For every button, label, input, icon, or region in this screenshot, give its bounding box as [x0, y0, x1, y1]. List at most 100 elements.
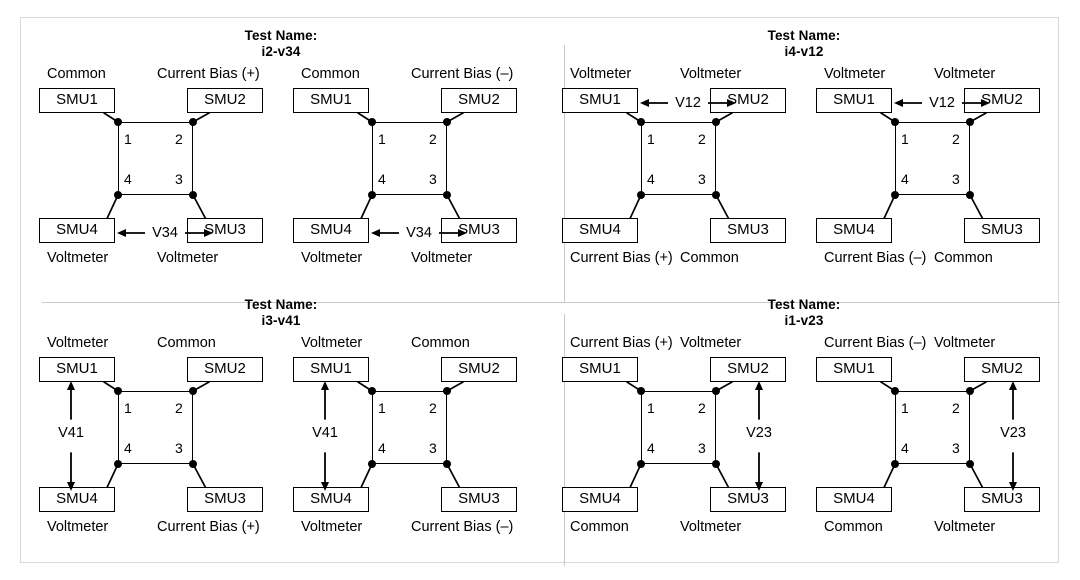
panel-title: Test Name: i3-v41: [21, 297, 541, 329]
contact-number-3: 3: [175, 171, 183, 187]
smu-box-smu2[interactable]: SMU2: [710, 357, 786, 382]
contact-number-2: 2: [175, 400, 183, 416]
test-name-value: i4-v12: [784, 44, 824, 59]
smu-box-smu3[interactable]: SMU3: [187, 487, 263, 512]
role-label-smu3: Common: [680, 250, 739, 266]
panel-i1-v23: Test Name: i1-v23 Current Bias (+)Voltme…: [544, 287, 1064, 553]
smu-box-smu2[interactable]: SMU2: [187, 357, 263, 382]
smu-box-smu2[interactable]: SMU2: [441, 357, 517, 382]
contact-number-4: 4: [124, 171, 132, 187]
smu-box-smu3[interactable]: SMU3: [187, 218, 263, 243]
smu-box-smu2[interactable]: SMU2: [187, 88, 263, 113]
test-name-label: Test Name:: [767, 28, 841, 43]
contact-node-3: [189, 191, 197, 199]
contact-number-1: 1: [647, 131, 655, 147]
role-label-smu2: Voltmeter: [680, 66, 742, 82]
smu-box-smu4[interactable]: SMU4: [39, 218, 115, 243]
panel-divider-vertical-top: [564, 45, 565, 302]
voltage-arrow-V34: V34: [371, 220, 467, 246]
smu-box-smu4[interactable]: SMU4: [39, 487, 115, 512]
smu-box-smu2[interactable]: SMU2: [964, 88, 1040, 113]
role-label-smu3: Voltmeter: [157, 250, 219, 266]
role-label-smu2: Voltmeter: [934, 66, 996, 82]
contact-node-1: [637, 387, 645, 395]
contact-node-1: [114, 118, 122, 126]
role-label-smu2: Voltmeter: [934, 335, 996, 351]
voltage-label: V41: [54, 423, 88, 443]
smu-box-smu1[interactable]: SMU1: [39, 357, 115, 382]
arrow-glyph: [755, 381, 763, 491]
smu-box-smu4[interactable]: SMU4: [293, 487, 369, 512]
voltage-label: V34: [399, 220, 439, 246]
contact-number-2: 2: [429, 131, 437, 147]
contact-node-4: [637, 191, 645, 199]
role-label-smu2: Current Bias (–): [411, 66, 514, 82]
smu-box-smu4[interactable]: SMU4: [816, 218, 892, 243]
smu-box-smu1[interactable]: SMU1: [39, 88, 115, 113]
smu-box-smu3[interactable]: SMU3: [441, 218, 517, 243]
role-label-smu1: Current Bias (–): [824, 335, 927, 351]
contact-node-3: [189, 460, 197, 468]
role-label-smu4: Voltmeter: [301, 250, 363, 266]
role-label-smu4: Current Bias (+): [570, 250, 673, 266]
contact-number-1: 1: [124, 131, 132, 147]
smu-box-smu3[interactable]: SMU3: [441, 487, 517, 512]
contact-node-2: [443, 118, 451, 126]
smu-box-smu2[interactable]: SMU2: [710, 88, 786, 113]
smu-box-smu4[interactable]: SMU4: [562, 487, 638, 512]
role-label-smu1: Current Bias (+): [570, 335, 673, 351]
contact-number-1: 1: [124, 400, 132, 416]
contact-node-1: [114, 387, 122, 395]
smu-box-smu1[interactable]: SMU1: [293, 88, 369, 113]
role-label-smu2: Common: [157, 335, 216, 351]
smu-box-smu1[interactable]: SMU1: [816, 88, 892, 113]
role-label-smu4: Voltmeter: [47, 250, 109, 266]
smu-box-smu3[interactable]: SMU3: [710, 218, 786, 243]
smu-box-smu3[interactable]: SMU3: [710, 487, 786, 512]
contact-number-4: 4: [647, 440, 655, 456]
smu-box-smu1[interactable]: SMU1: [816, 357, 892, 382]
contact-node-3: [966, 460, 974, 468]
smu-box-smu1[interactable]: SMU1: [293, 357, 369, 382]
voltage-arrow-V12: V12: [640, 90, 736, 116]
voltage-arrow-V34: V34: [117, 220, 213, 246]
role-label-smu3: Voltmeter: [411, 250, 473, 266]
smu-box-smu3[interactable]: SMU3: [964, 487, 1040, 512]
smu-box-smu4[interactable]: SMU4: [562, 218, 638, 243]
smu-box-smu2[interactable]: SMU2: [441, 88, 517, 113]
role-label-smu1: Voltmeter: [824, 66, 886, 82]
contact-number-1: 1: [378, 131, 386, 147]
sample-square: [118, 122, 193, 195]
contact-node-4: [891, 460, 899, 468]
sample-square: [895, 391, 970, 464]
contact-number-4: 4: [647, 171, 655, 187]
voltage-arrow-V12: V12: [894, 90, 990, 116]
panel-title: Test Name: i1-v23: [544, 297, 1064, 329]
test-name-value: i3-v41: [261, 313, 301, 328]
role-label-smu2: Common: [411, 335, 470, 351]
contact-node-1: [368, 387, 376, 395]
contact-node-1: [637, 118, 645, 126]
role-label-smu3: Voltmeter: [934, 519, 996, 535]
smu-box-smu2[interactable]: SMU2: [964, 357, 1040, 382]
role-label-smu3: Current Bias (+): [157, 519, 260, 535]
arrow-glyph: [67, 381, 75, 491]
smu-box-smu4[interactable]: SMU4: [816, 487, 892, 512]
voltage-arrow-V41: V41: [54, 381, 88, 491]
smu-box-smu1[interactable]: SMU1: [562, 357, 638, 382]
role-label-smu4: Common: [824, 519, 883, 535]
smu-box-smu4[interactable]: SMU4: [293, 218, 369, 243]
smu-box-smu1[interactable]: SMU1: [562, 88, 638, 113]
role-label-smu1: Voltmeter: [47, 335, 109, 351]
contact-node-4: [891, 191, 899, 199]
contact-node-2: [966, 118, 974, 126]
smu-box-smu3[interactable]: SMU3: [964, 218, 1040, 243]
contact-node-3: [443, 460, 451, 468]
voltage-arrow-V23: V23: [742, 381, 776, 491]
